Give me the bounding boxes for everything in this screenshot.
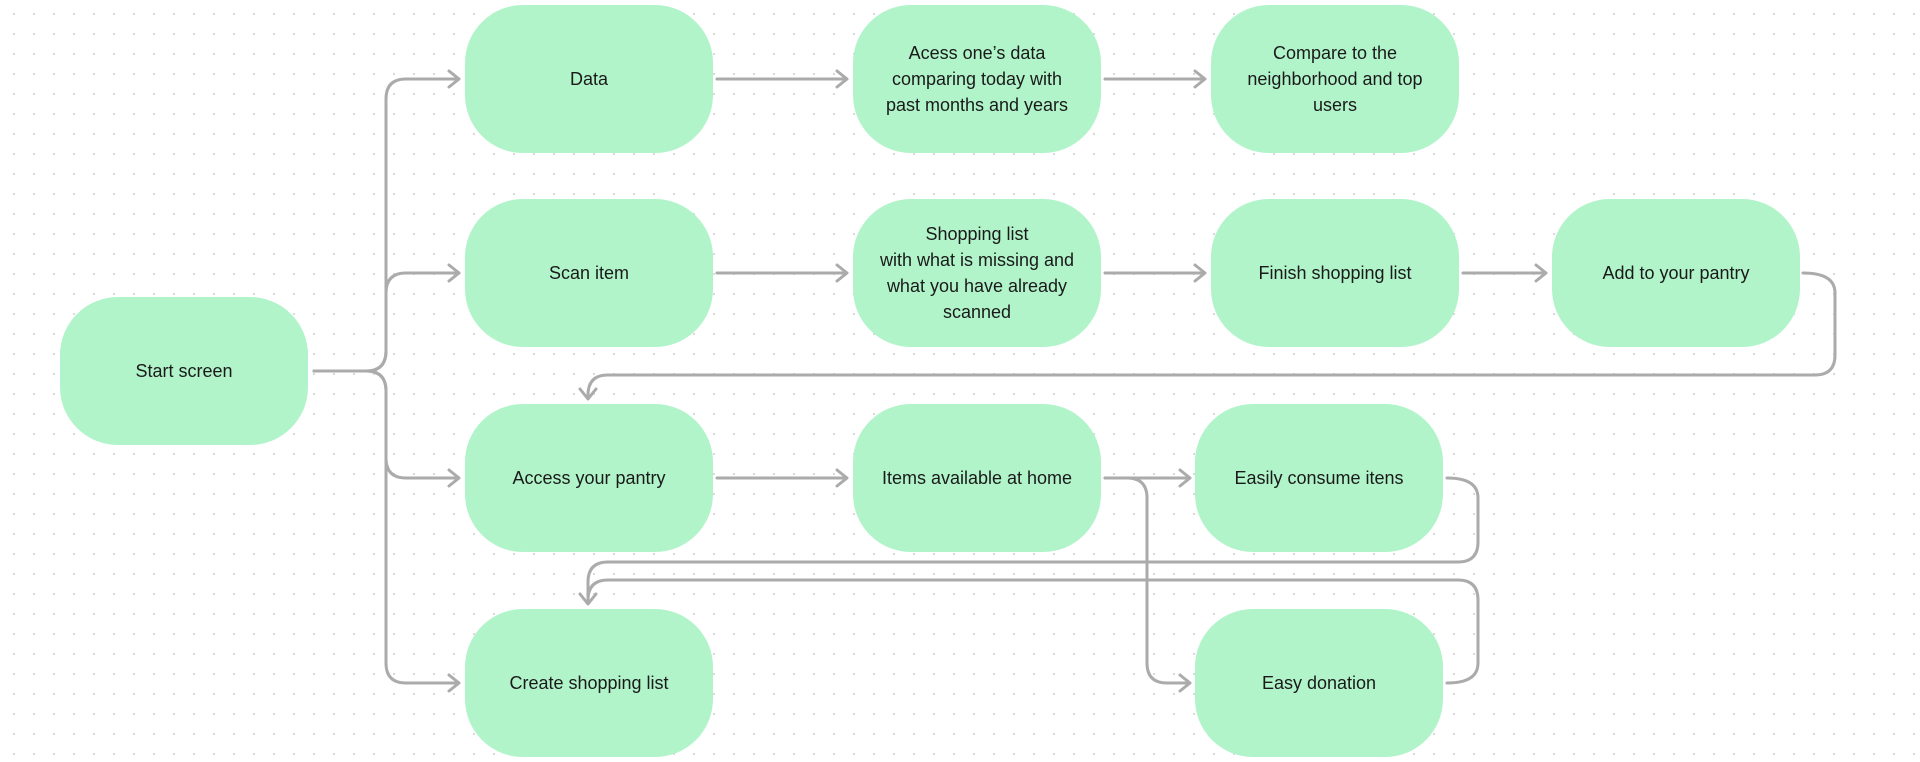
edge-scan-to-shopping-list [715,263,849,283]
edge-data-to-access-data [715,69,849,89]
node-data[interactable]: Data [465,5,713,153]
node-access-data[interactable]: Acess one’s data comparing today with pa… [853,5,1101,153]
edge-start-to-create-list [312,369,461,693]
edge-start-to-scan [312,263,461,373]
node-easily-consume-items[interactable]: Easily consume itens [1195,404,1443,552]
node-items-available-at-home[interactable]: Items available at home [853,404,1101,552]
node-finish-shopping-list[interactable]: Finish shopping list [1211,199,1459,347]
node-start-screen[interactable]: Start screen [60,297,308,445]
edge-finish-to-add-pantry [1461,263,1548,283]
node-shopping-list[interactable]: Shopping list with what is missing and w… [853,199,1101,347]
edge-shopping-list-to-finish [1103,263,1207,283]
edge-access-pantry-to-items-home [715,468,849,488]
node-compare-neighborhood[interactable]: Compare to the neighborhood and top user… [1211,5,1459,153]
node-create-shopping-list[interactable]: Create shopping list [465,609,713,757]
edge-items-home-to-donation [1103,476,1192,693]
edge-start-to-access-pantry [312,369,461,488]
edge-items-home-to-consume [1103,468,1192,488]
node-scan-item[interactable]: Scan item [465,199,713,347]
node-access-pantry[interactable]: Access your pantry [465,404,713,552]
node-add-to-pantry[interactable]: Add to your pantry [1552,199,1800,347]
edge-start-to-data [312,69,461,373]
node-easy-donation[interactable]: Easy donation [1195,609,1443,757]
edge-access-data-to-compare [1103,69,1207,89]
